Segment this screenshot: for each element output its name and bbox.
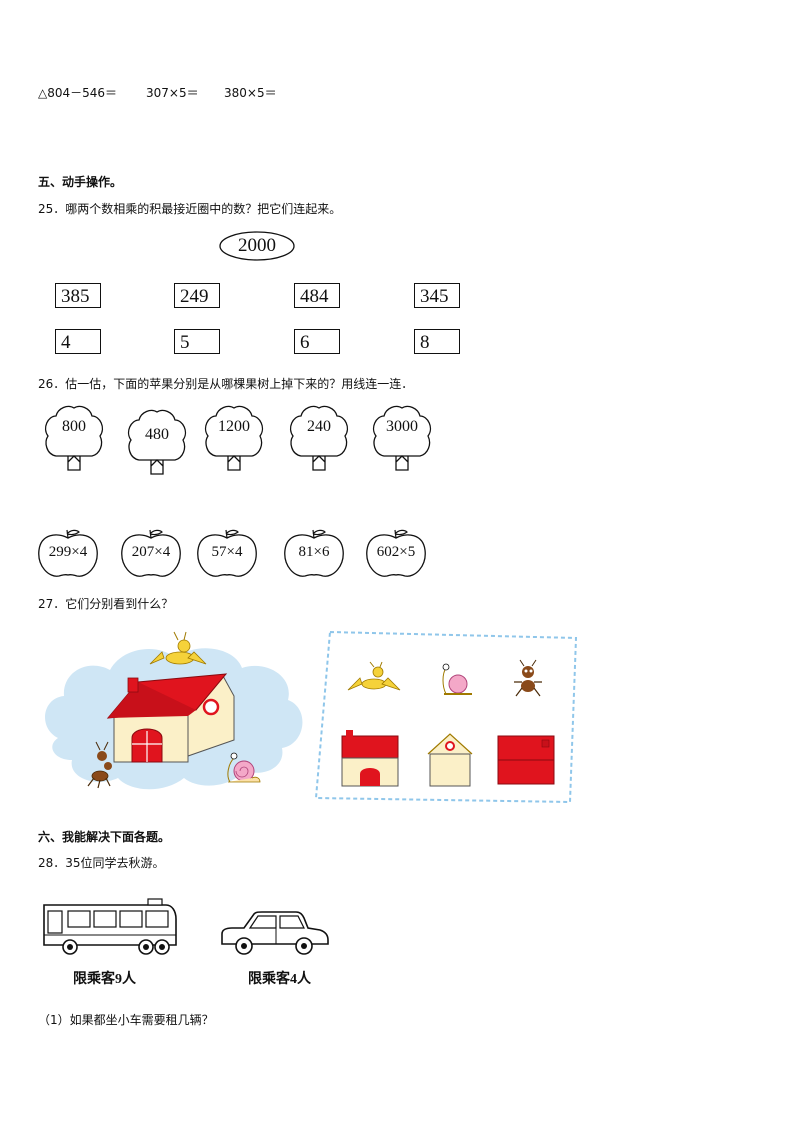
section5-title: 五、动手操作。 (38, 175, 123, 189)
bottom-number-box: 6 (294, 329, 340, 354)
target-number: 2000 (238, 235, 276, 256)
tree-icon (44, 405, 104, 471)
top-number-box: 345 (414, 283, 460, 308)
tree-label: 480 (145, 426, 169, 443)
tree: 1200 (202, 404, 266, 474)
bottom-number-box: 5 (174, 329, 220, 354)
apple: 602×5 (365, 528, 427, 580)
top-number-box: 385 (55, 283, 101, 308)
tree-icon (127, 409, 187, 475)
bus-caption: 限乘客9人 (73, 972, 136, 987)
arith-2: 307×5＝ (146, 86, 199, 100)
top-number-box: 249 (174, 283, 220, 308)
apple-icon (366, 529, 426, 577)
apple: 57×4 (196, 528, 258, 580)
car-icon (216, 908, 332, 958)
arith-1: △804－546＝ (38, 86, 118, 100)
apple-label: 207×4 (131, 544, 171, 560)
target-ellipse: 2000 (218, 230, 296, 262)
views-card-illustration (312, 628, 584, 810)
section6-title: 六、我能解决下面各题。 (38, 830, 171, 844)
tree-label: 240 (307, 418, 331, 435)
tree-label: 1200 (218, 418, 250, 435)
tree-icon (289, 405, 349, 471)
q25-text: 25．哪两个数相乘的积最接近圈中的数？把它们连起来。 (38, 202, 342, 216)
q26-text: 26．估一估，下面的苹果分别是从哪棵果树上掉下来的？用线连一连． (38, 377, 414, 391)
tree: 240 (287, 404, 351, 474)
apple: 299×4 (37, 528, 99, 580)
apple-label: 299×4 (48, 544, 88, 560)
apple-icon (284, 529, 344, 577)
tree-label: 800 (62, 418, 86, 435)
apple: 207×4 (120, 528, 182, 580)
apple-icon (197, 529, 257, 577)
bus-icon (40, 895, 180, 957)
q28-text: 28．35位同学去秋游。 (38, 856, 165, 870)
apple-label: 602×5 (376, 544, 416, 560)
tree: 3000 (370, 404, 434, 474)
top-number-box: 484 (294, 283, 340, 308)
tree-icon (204, 405, 264, 471)
bottom-number-box: 4 (55, 329, 101, 354)
tree: 480 (125, 408, 189, 478)
house-scene-illustration (38, 628, 308, 803)
car-caption: 限乘客4人 (248, 972, 311, 987)
apple: 81×6 (283, 528, 345, 580)
tree-icon (372, 405, 432, 471)
tree: 800 (42, 404, 106, 474)
q28-sub1: （1）如果都坐小车需要租几辆？ (38, 1013, 214, 1027)
apple-label: 81×6 (298, 544, 330, 560)
tree-label: 3000 (386, 418, 418, 435)
apple-icon (121, 529, 181, 577)
apple-icon (38, 529, 98, 577)
bottom-number-box: 8 (414, 329, 460, 354)
q27-text: 27．它们分别看到什么？ (38, 597, 174, 611)
arith-3: 380×5＝ (224, 86, 277, 100)
apple-label: 57×4 (211, 544, 243, 560)
